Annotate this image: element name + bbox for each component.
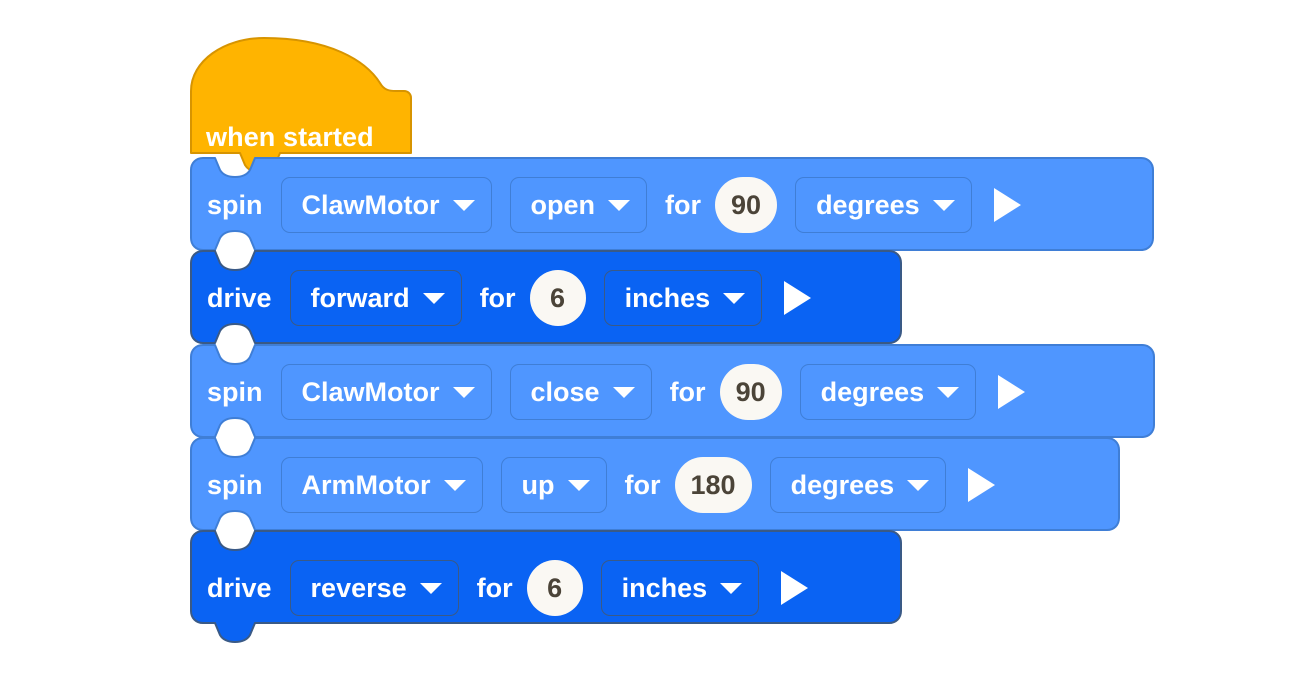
block-keyword: spin [207, 376, 263, 407]
dropdown-motor-value: ClawMotor [301, 376, 440, 407]
chevron-down-icon [422, 292, 445, 304]
play-icon[interactable] [998, 375, 1026, 409]
chevron-down-icon [608, 199, 631, 211]
dropdown-units[interactable]: inches [603, 270, 763, 326]
dropdown-direction[interactable]: reverse [289, 560, 459, 616]
dropdown-direction-value: close [530, 376, 600, 407]
dropdown-motor-value: ArmMotor [301, 469, 431, 500]
block-keyword: spin [207, 469, 263, 500]
play-icon[interactable] [993, 188, 1021, 222]
play-icon[interactable] [968, 468, 996, 502]
dropdown-units[interactable]: degrees [769, 457, 947, 513]
chevron-down-icon [937, 386, 960, 398]
number-input-value: 6 [547, 572, 563, 603]
play-icon[interactable] [781, 571, 809, 605]
block-keyword: drive [207, 572, 272, 603]
number-input-value: 90 [735, 376, 766, 407]
block-when-started[interactable]: when started [190, 34, 412, 174]
dropdown-direction[interactable]: up [500, 457, 607, 513]
dropdown-units-value: inches [621, 572, 708, 603]
dropdown-units[interactable]: degrees [795, 177, 972, 233]
block-spin-clawmotor-close[interactable]: spin ClawMotor close for 90 degrees [190, 344, 1155, 440]
play-icon[interactable] [784, 281, 812, 315]
number-input-value: 90 [731, 189, 762, 220]
chevron-down-icon [723, 292, 746, 304]
block-for-label: for [665, 189, 702, 220]
dropdown-direction[interactable]: open [509, 177, 648, 233]
dropdown-units-value: degrees [820, 376, 925, 407]
chevron-down-icon [612, 386, 635, 398]
chevron-down-icon [452, 199, 475, 211]
chevron-down-icon [443, 479, 466, 491]
block-keyword: drive [207, 282, 272, 313]
dropdown-units-value: inches [624, 282, 711, 313]
dropdown-units[interactable]: degrees [799, 364, 977, 420]
dropdown-motor[interactable]: ArmMotor [280, 457, 483, 513]
dropdown-units-value: degrees [790, 469, 895, 500]
number-input-value: 6 [550, 282, 566, 313]
chevron-down-icon [932, 199, 955, 211]
number-input-amount[interactable]: 90 [715, 177, 778, 233]
dropdown-motor[interactable]: ClawMotor [280, 364, 492, 420]
number-input-amount[interactable]: 6 [526, 560, 583, 616]
block-drive-forward[interactable]: drive forward for 6 inches [190, 250, 902, 346]
dropdown-direction-value: forward [310, 282, 410, 313]
dropdown-direction[interactable]: forward [289, 270, 462, 326]
number-input-value: 180 [690, 469, 736, 500]
block-for-label: for [479, 282, 516, 313]
dropdown-units[interactable]: inches [600, 560, 760, 616]
chevron-down-icon [419, 582, 442, 594]
dropdown-direction-value: open [530, 189, 596, 220]
dropdown-direction-value: up [521, 469, 555, 500]
block-for-label: for [624, 469, 661, 500]
block-for-label: for [669, 376, 706, 407]
chevron-down-icon [720, 582, 743, 594]
dropdown-direction[interactable]: close [509, 364, 652, 420]
block-drive-reverse[interactable]: drive reverse for 6 inches [190, 530, 902, 646]
block-spin-armmotor-up[interactable]: spin ArmMotor up for 180 degrees [190, 437, 1120, 533]
block-keyword: spin [207, 189, 263, 220]
dropdown-motor[interactable]: ClawMotor [280, 177, 492, 233]
block-for-label: for [476, 572, 513, 603]
dropdown-units-value: degrees [816, 189, 920, 220]
chevron-down-icon [567, 479, 590, 491]
chevron-down-icon [452, 386, 475, 398]
number-input-amount[interactable]: 90 [719, 364, 782, 420]
hat-block-label: when started [206, 122, 374, 152]
chevron-down-icon [907, 479, 930, 491]
number-input-amount[interactable]: 180 [674, 457, 752, 513]
dropdown-motor-value: ClawMotor [301, 189, 440, 220]
number-input-amount[interactable]: 6 [529, 270, 586, 326]
dropdown-direction-value: reverse [310, 572, 407, 603]
block-spin-clawmotor-open[interactable]: spin ClawMotor open for 90 degrees [190, 157, 1154, 253]
